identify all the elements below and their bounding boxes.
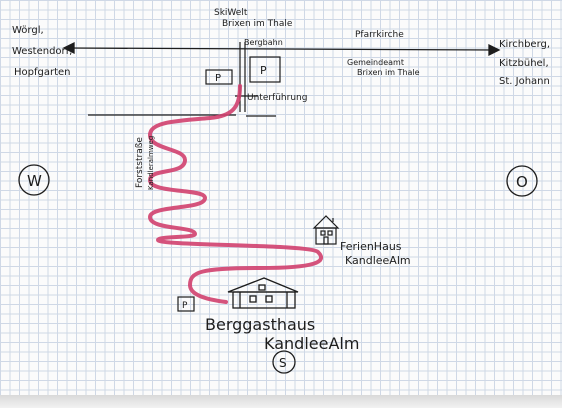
bergbahn-line xyxy=(239,42,246,112)
east-place-1: Kirchberg, xyxy=(499,39,550,50)
unterfuehrung-label: Unterführung xyxy=(247,93,307,103)
kandleralmweg-label: Kandleralmweg xyxy=(147,136,155,190)
west-place-1: Wörgl, xyxy=(12,25,44,36)
bergbahn-label: Bergbahn xyxy=(244,38,283,47)
grid-paper xyxy=(0,0,562,395)
compass-east-icon: O xyxy=(506,165,538,197)
compass-south-label: S xyxy=(279,356,287,370)
gemeindeamt-sublabel: Brixen im Thale xyxy=(357,68,420,77)
arrow-east-icon xyxy=(488,43,501,57)
pfarrkirche-label: Pfarrkirche xyxy=(355,30,404,40)
main-road xyxy=(62,41,501,57)
parking-icon: P xyxy=(260,64,267,77)
east-place-2: Kitzbühel, xyxy=(499,58,549,69)
skiwelt-subtitle: Brixen im Thale xyxy=(222,19,293,29)
parking-icon: P xyxy=(215,73,221,84)
paper-edge xyxy=(0,395,562,408)
berggasthaus-sublabel: KandleeAlm xyxy=(264,334,359,353)
gemeindeamt-label: Gemeindeamt xyxy=(347,58,404,67)
ferienhaus-house-icon xyxy=(312,215,340,245)
compass-south-icon: S xyxy=(272,350,296,374)
parking-top-large: P xyxy=(249,56,281,83)
berggasthaus-label: Berggasthaus xyxy=(205,315,315,334)
east-place-3: St. Johann xyxy=(499,76,550,87)
skiwelt-title: SkiWelt xyxy=(214,8,248,18)
compass-west-icon: W xyxy=(18,164,50,196)
compass-west-label: W xyxy=(27,172,42,190)
ferienhaus-label: FerienHaus xyxy=(340,240,402,253)
arrow-west-icon xyxy=(62,41,75,55)
parking-top-small: P xyxy=(205,69,233,85)
parking-gasthaus: P xyxy=(177,296,195,312)
west-place-3: Hopfgarten xyxy=(14,67,71,78)
compass-east-label: O xyxy=(516,173,528,191)
forest-road-route xyxy=(148,84,324,304)
parking-icon: P xyxy=(182,301,188,311)
berggasthaus-house-icon xyxy=(227,277,299,309)
forststrasse-label: Forststraße xyxy=(135,137,145,188)
ferienhaus-sublabel: KandleeAlm xyxy=(345,254,411,267)
west-place-2: Westendorf, xyxy=(12,46,72,57)
